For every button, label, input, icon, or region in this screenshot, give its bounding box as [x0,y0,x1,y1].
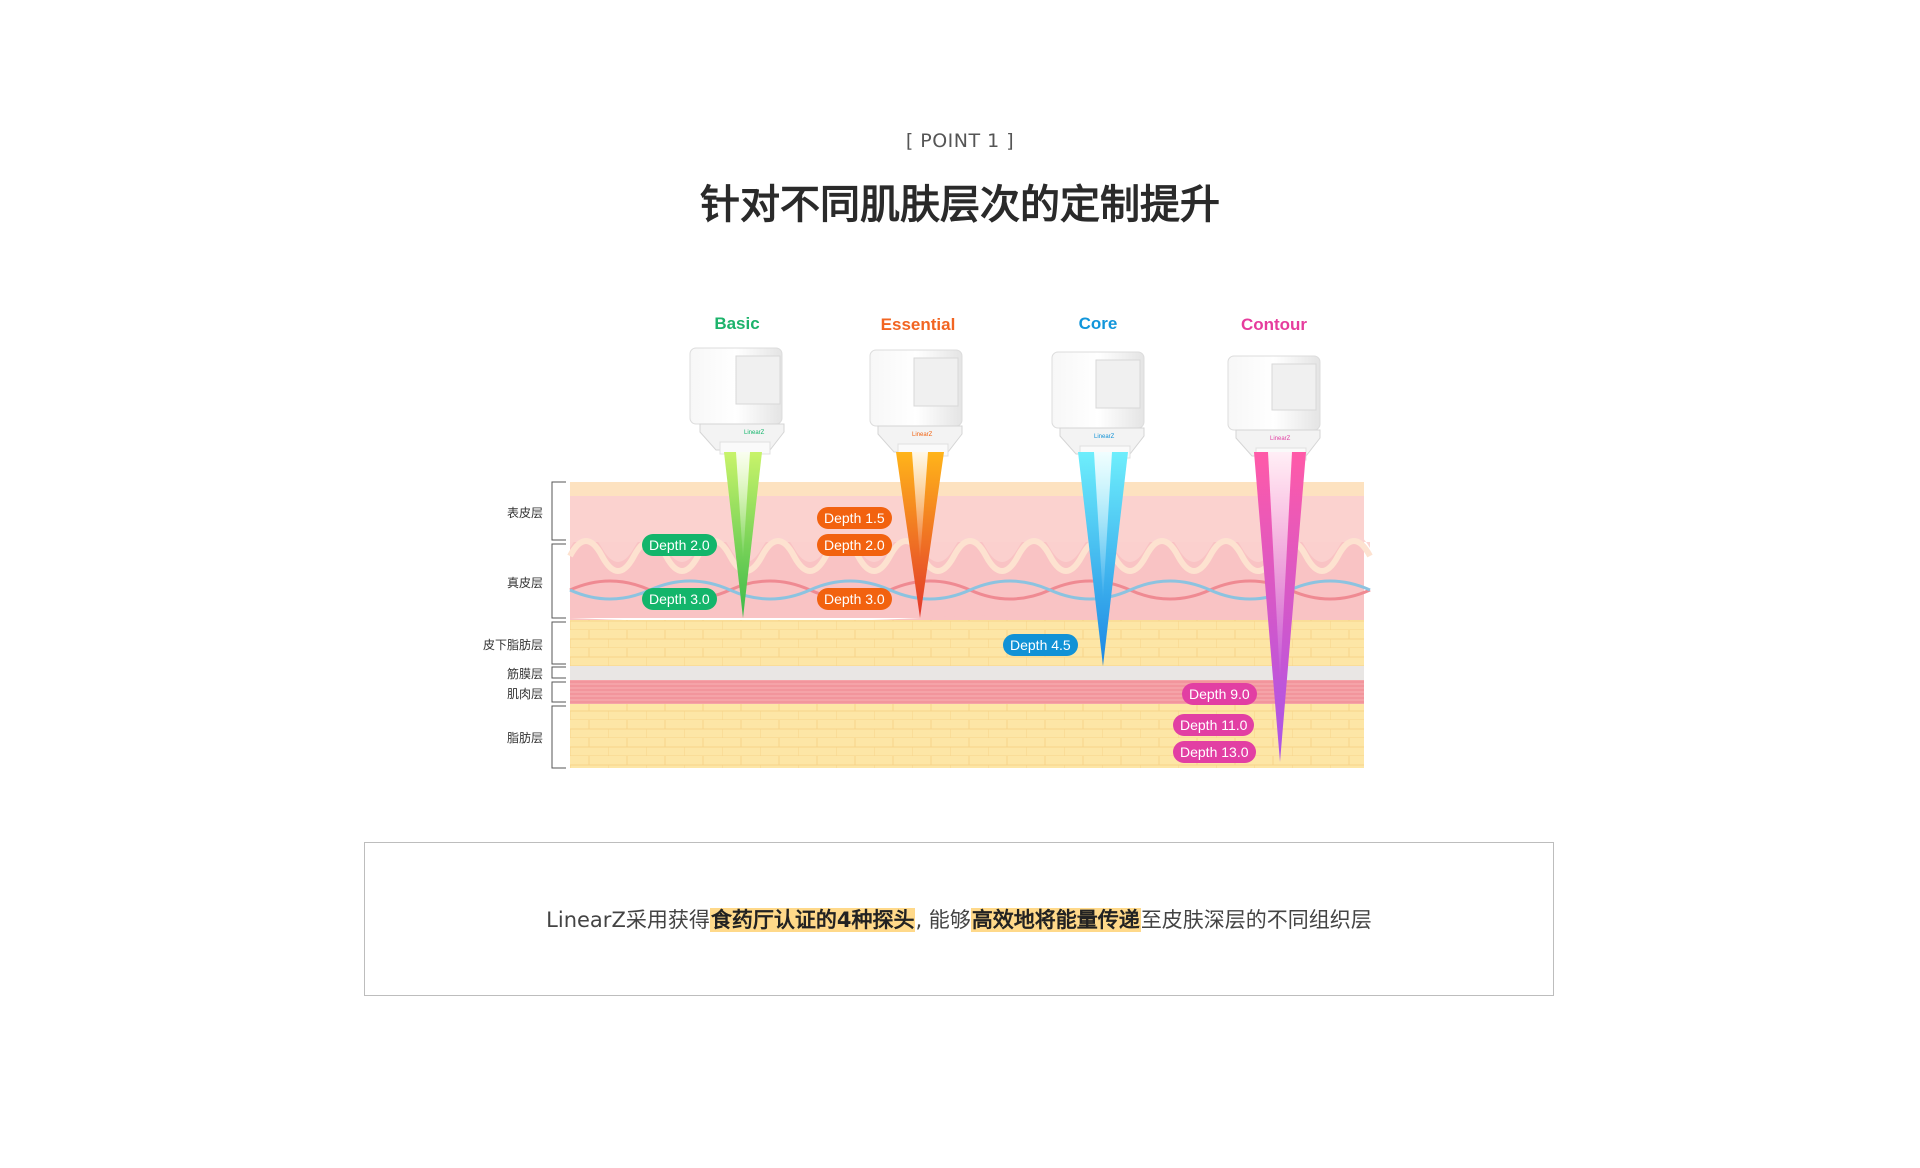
layer-label-muscle: 肌肉层 [506,687,543,701]
info-text-part2: , 能够 [915,908,971,932]
probe-contour-group: LinearZ [1227,355,1321,762]
subcutaneous-fat-layer [570,620,1364,666]
depth-label-essential-2-0: Depth 2.0 [817,534,892,556]
layer-label-subcutaneous-fat: 皮下脂肪层 [482,638,543,652]
info-text: LinearZ采用获得食药厅认证的4种探头, 能够高效地将能量传递至皮肤深层的不… [546,904,1372,934]
info-highlight-energy: 高效地将能量传递 [970,908,1141,932]
layer-brackets [551,481,566,769]
depth-label-core-4-5: Depth 4.5 [1003,634,1078,656]
depth-label-essential-3-0: Depth 3.0 [817,588,892,610]
info-box: LinearZ采用获得食药厅认证的4种探头, 能够高效地将能量传递至皮肤深层的不… [364,842,1554,996]
layer-label-fascia: 筋膜层 [506,667,543,681]
eyebrow: [ POINT 1 ] [905,130,1015,152]
info-text-part3: 至皮肤深层的不同组织层 [1140,908,1372,932]
depth-label-contour-13-0: Depth 13.0 [1173,741,1256,763]
svg-text:LinearZ: LinearZ [1270,436,1291,442]
layer-label-dermis: 真皮层 [506,576,543,590]
depth-label-contour-11-0: Depth 11.0 [1173,714,1255,736]
page-title: 针对不同肌肤层次的定制提升 [700,182,1220,228]
svg-text:LinearZ: LinearZ [1094,434,1115,440]
depth-label-basic-3-0: Depth 3.0 [642,588,717,610]
depth-label-basic-2-0: Depth 2.0 [642,534,717,556]
vessel-blue [569,579,1371,601]
layer-label-epidermis: 表皮层 [506,506,543,520]
probe-core-group: LinearZ [1051,351,1145,666]
probe-basic-group: LinearZ [689,347,785,618]
probe-essential-group: LinearZ [869,349,963,618]
depth-label-contour-9-0: Depth 9.0 [1182,683,1257,705]
epidermis-top [570,482,1364,496]
probe-name-core: Core [1078,314,1118,333]
info-text-part1: LinearZ采用获得 [546,908,710,932]
layer-label-fat: 脂肪层 [506,731,543,745]
svg-text:LinearZ: LinearZ [912,432,933,438]
info-highlight-probes: 食药厅认证的4种探头 [709,908,916,932]
depth-label-essential-1-5: Depth 1.5 [817,507,892,529]
probe-name-essential: Essential [880,315,956,334]
probe-name-contour: Contour [1240,315,1308,334]
probe-name-basic: Basic [714,314,760,333]
fascia-layer [570,666,1364,680]
svg-text:LinearZ: LinearZ [744,430,765,436]
